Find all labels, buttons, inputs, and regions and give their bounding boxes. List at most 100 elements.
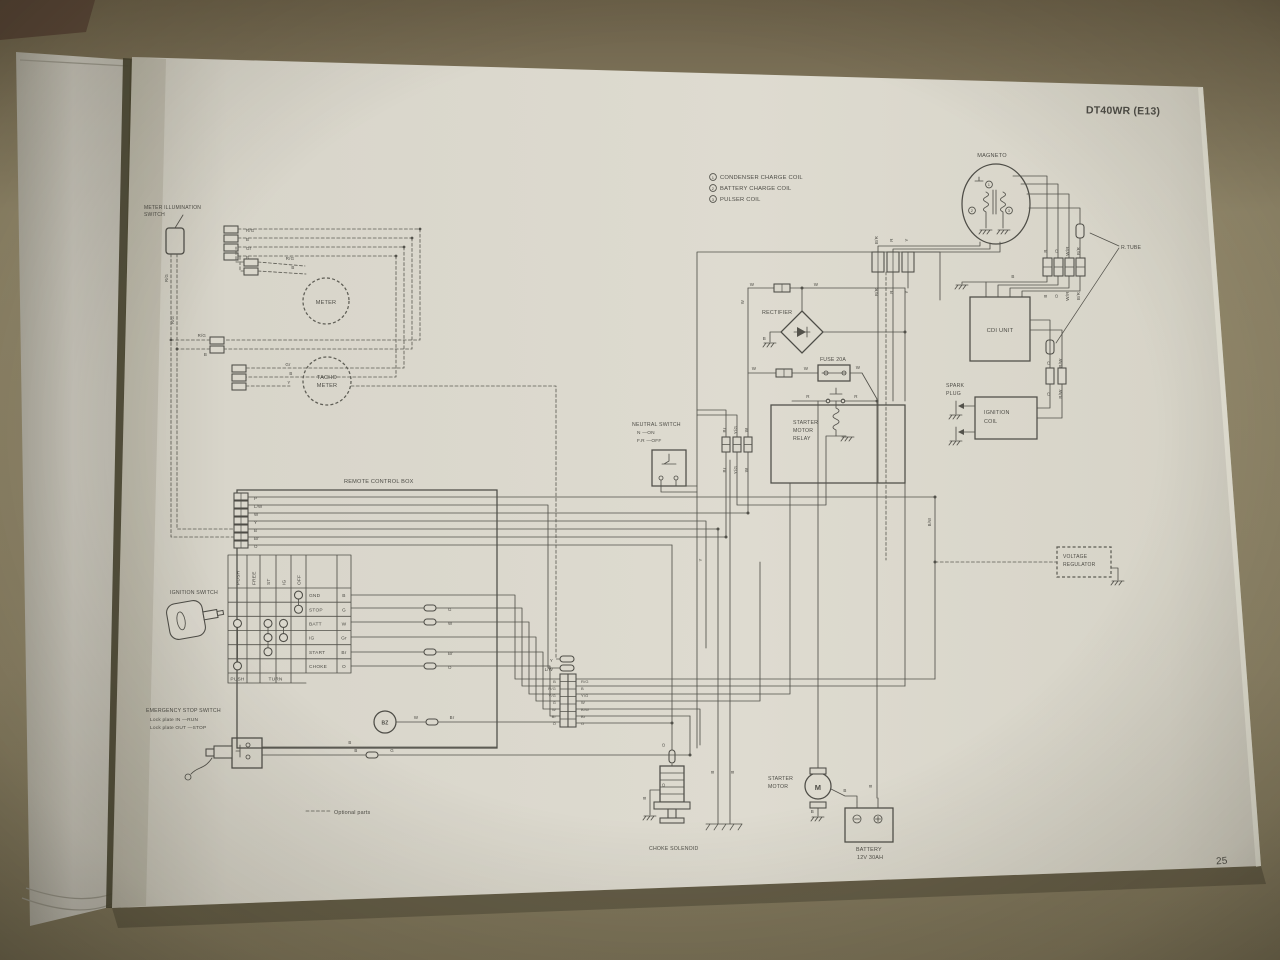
wire-label: Y/G bbox=[733, 466, 738, 475]
magneto-connectors bbox=[872, 252, 914, 272]
wire-label: G bbox=[390, 748, 394, 753]
wire-label: R bbox=[889, 238, 894, 242]
wire-label: O bbox=[661, 783, 666, 787]
wire-label: Br bbox=[450, 715, 455, 720]
table-row-wire: W bbox=[342, 621, 347, 627]
wire-label: R bbox=[806, 394, 810, 399]
table-row-wire: Gr bbox=[341, 636, 347, 642]
table-row-wire: G bbox=[342, 607, 346, 613]
neutral-switch-label: N —ON bbox=[637, 430, 655, 436]
table-row-name: STOP bbox=[309, 607, 323, 613]
wire-label: B/W bbox=[927, 518, 932, 527]
table-contact bbox=[234, 619, 242, 627]
wire-label: O bbox=[661, 743, 666, 747]
wire-label: O bbox=[1046, 392, 1051, 396]
wire-label: W bbox=[744, 427, 749, 432]
meter-illumination-label: METER ILLUMINATION bbox=[144, 205, 201, 211]
wire-label: B bbox=[291, 265, 294, 270]
wire-label: Br bbox=[552, 714, 557, 719]
table-contact bbox=[234, 662, 242, 670]
wire-label: B/W bbox=[581, 707, 589, 712]
wire-label: O bbox=[581, 721, 584, 726]
table-column-header: FREE bbox=[252, 571, 258, 585]
voltage-regulator-label: VOLTAGE bbox=[1063, 554, 1088, 560]
wire-label: W bbox=[414, 715, 419, 720]
table-row-name: GND bbox=[309, 593, 321, 599]
wire-label: W/R bbox=[1065, 291, 1070, 301]
battery-spec-label: 12V 30AH bbox=[857, 855, 883, 861]
starter-motor-label: MOTOR bbox=[768, 784, 788, 790]
wire-label: Y bbox=[287, 380, 290, 385]
wire-label: W bbox=[552, 707, 556, 712]
wire-label: B/W bbox=[1058, 389, 1063, 399]
wire-label: P bbox=[254, 496, 257, 501]
wire-label: B bbox=[246, 237, 249, 242]
legend-item-label: PULSER COIL bbox=[720, 197, 761, 203]
wire-label: B bbox=[1011, 274, 1014, 279]
wire-label: R/G bbox=[548, 686, 556, 691]
table-column-header: PUSH bbox=[236, 571, 242, 585]
tacho-meter-label: TACHO bbox=[317, 375, 338, 381]
starter-relay-label: MOTOR bbox=[793, 428, 813, 434]
wire-label: O bbox=[1046, 361, 1051, 365]
wire-label: Gr bbox=[246, 246, 252, 251]
wire-label: Y/G bbox=[549, 693, 557, 698]
wire-label: R bbox=[889, 290, 894, 294]
wire-label: Br bbox=[448, 651, 453, 656]
wire-label: O bbox=[254, 544, 258, 549]
motor-m-symbol: M bbox=[815, 783, 821, 792]
wire-label: B/W bbox=[1058, 358, 1063, 368]
legend-item-label: BATTERY CHARGE COIL bbox=[720, 186, 792, 192]
page-header-model: DT40WR (E13) bbox=[1086, 104, 1160, 117]
wire-label: Br bbox=[254, 536, 259, 541]
table-contact bbox=[295, 605, 303, 613]
table-row-name: START bbox=[309, 650, 325, 656]
wire-label: B bbox=[811, 809, 814, 814]
wire-label: R/G bbox=[246, 228, 255, 233]
wire-label: Br bbox=[722, 427, 727, 432]
spark-plug-label: PLUG bbox=[946, 391, 961, 397]
table-row-name: BATT bbox=[309, 621, 322, 627]
wire-label: Br bbox=[581, 714, 586, 719]
r-tube-label: R.TUBE bbox=[1121, 245, 1142, 251]
starter-relay-label: STARTER bbox=[793, 420, 818, 426]
ignition-coil-label: IGNITION bbox=[984, 410, 1010, 416]
wire-label: B bbox=[710, 770, 715, 773]
starter-relay-label: RELAY bbox=[793, 436, 811, 442]
wire-label: W bbox=[750, 282, 755, 287]
wire-label: B bbox=[354, 748, 357, 753]
table-contact bbox=[280, 634, 288, 642]
wire-label: O bbox=[1054, 249, 1059, 253]
wire-label: B/R bbox=[1076, 246, 1081, 255]
wire-label: W bbox=[448, 621, 453, 626]
wire-label: Y/G bbox=[581, 693, 589, 698]
wire-label: B bbox=[289, 371, 292, 376]
wire-label: B bbox=[553, 679, 556, 684]
wire-label: R/G bbox=[198, 333, 207, 338]
wire-label: B bbox=[843, 788, 846, 793]
wire-label: B bbox=[763, 336, 766, 341]
emergency-stop-label: Lock plate OUT —STOP bbox=[150, 725, 206, 731]
wire-label: Y bbox=[904, 290, 909, 293]
table-column-header: IG bbox=[282, 579, 288, 585]
wire-label: R/G bbox=[581, 679, 589, 684]
wire-label: Br bbox=[722, 467, 727, 472]
table-contact bbox=[264, 634, 272, 642]
cdi-unit-label: CDI UNIT bbox=[987, 328, 1014, 334]
table-row-wire: Br bbox=[341, 650, 346, 656]
neutral-switch-label: F.R —OFF bbox=[637, 438, 662, 444]
wire-label: B bbox=[642, 796, 647, 799]
battery-label: BATTERY bbox=[856, 847, 882, 853]
wire-label: R/G bbox=[164, 274, 169, 282]
emergency-stop-label: Lock plate IN —RUN bbox=[150, 717, 198, 723]
rectifier-label: RECTIFIER bbox=[762, 310, 792, 316]
wire-label: L/W bbox=[545, 667, 554, 672]
wire-label: R/G bbox=[286, 256, 295, 261]
wire-label: B bbox=[254, 528, 257, 533]
wire-label: B/R bbox=[874, 235, 879, 244]
table-row-wire: O bbox=[342, 664, 346, 670]
table-bottom-label: PUSH bbox=[230, 677, 244, 683]
magneto-label: MAGNETO bbox=[977, 153, 1007, 159]
wire-label: B bbox=[868, 784, 873, 787]
tacho-meter-label: METER bbox=[317, 383, 338, 389]
